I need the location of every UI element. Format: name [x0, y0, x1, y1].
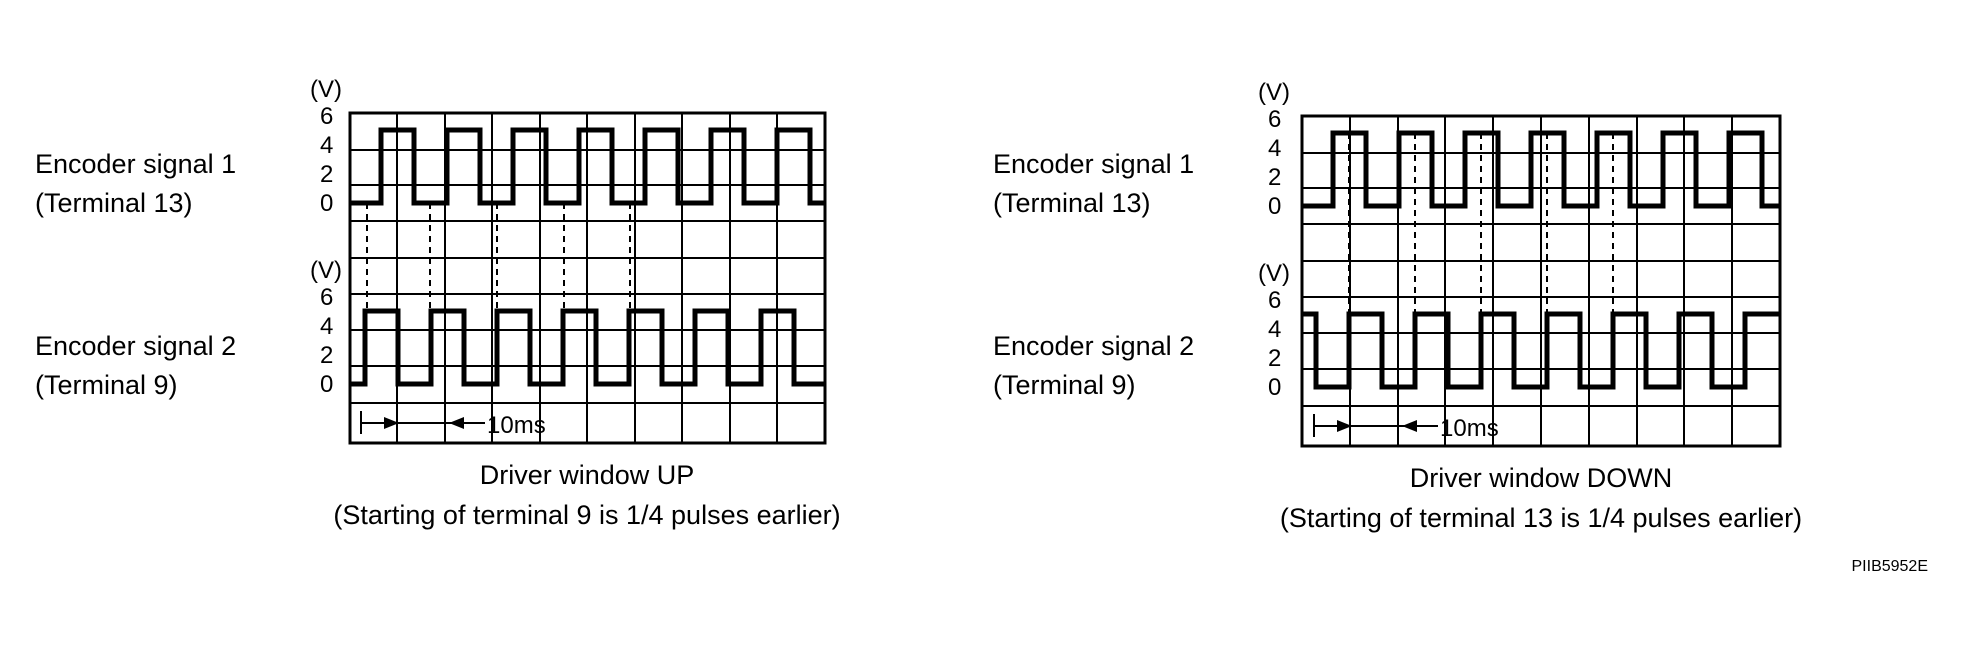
- y-tick-2: 2: [320, 161, 333, 188]
- y-tick-6: 6: [320, 103, 333, 130]
- panel-caption: Driver window DOWN: [1410, 463, 1673, 493]
- y-tick-4: 4: [320, 132, 333, 159]
- time-division-label: 10ms: [487, 412, 546, 439]
- time-division-arrows: [1313, 414, 1438, 437]
- signal1-terminal: (Terminal 13): [993, 188, 1151, 218]
- signal2-terminal: (Terminal 9): [993, 370, 1136, 400]
- time-division-label: 10ms: [1440, 415, 1499, 442]
- y-tick-0: 0: [1268, 374, 1281, 401]
- signal2-terminal: (Terminal 9): [35, 370, 178, 400]
- phase-markers: [1348, 133, 1614, 314]
- y-tick-6: 6: [1268, 287, 1281, 314]
- y-tick-0: 0: [320, 190, 333, 217]
- y-tick-6: 6: [1268, 106, 1281, 133]
- y-tick-2: 2: [1268, 164, 1281, 191]
- signal1-terminal: (Terminal 13): [35, 188, 193, 218]
- panel-window-down: Encoder signal 1 (Terminal 13) Encoder s…: [993, 79, 1802, 533]
- signal2-name: Encoder signal 2: [993, 331, 1194, 361]
- y-unit-1: (V): [1258, 79, 1290, 106]
- signal2-name: Encoder signal 2: [35, 331, 236, 361]
- y-unit-1: (V): [310, 76, 342, 103]
- waveform-signal2: [350, 308, 825, 387]
- oscilloscope-grid: [348, 111, 827, 445]
- y-tick-2: 2: [1268, 345, 1281, 372]
- y-tick-2: 2: [320, 342, 333, 369]
- waveform-signal1: [1302, 130, 1780, 209]
- signal1-name: Encoder signal 1: [35, 149, 236, 179]
- panel-note: (Starting of terminal 13 is 1/4 pulses e…: [1280, 503, 1802, 533]
- y-tick-4: 4: [1268, 316, 1281, 343]
- panel-note: (Starting of terminal 9 is 1/4 pulses ea…: [333, 500, 840, 530]
- phase-markers: [366, 203, 631, 310]
- figure-code: PIIB5952E: [1852, 558, 1929, 575]
- panel-window-up: Encoder signal 1 (Terminal 13) Encoder s…: [35, 76, 841, 530]
- y-unit-2: (V): [310, 257, 342, 284]
- waveform-signal2: [1302, 311, 1780, 390]
- y-tick-4: 4: [320, 313, 333, 340]
- y-tick-0: 0: [320, 371, 333, 398]
- y-tick-0: 0: [1268, 193, 1281, 220]
- panel-caption: Driver window UP: [480, 460, 695, 490]
- y-tick-4: 4: [1268, 135, 1281, 162]
- time-division-arrows: [360, 411, 485, 434]
- y-unit-2: (V): [1258, 260, 1290, 287]
- signal1-name: Encoder signal 1: [993, 149, 1194, 179]
- y-tick-6: 6: [320, 284, 333, 311]
- waveform-signal1: [350, 127, 825, 206]
- oscilloscope-grid: [1300, 114, 1782, 448]
